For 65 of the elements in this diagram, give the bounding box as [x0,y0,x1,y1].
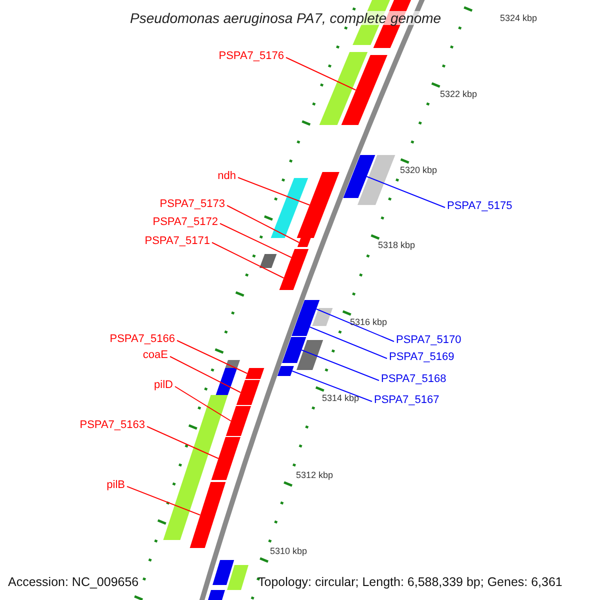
gene-label: PSPA7_5175 [447,201,512,212]
gene-bar [270,178,308,238]
tick-label: 5312 kbp [296,470,334,480]
leader-line [146,426,219,459]
gene-bar [296,340,324,370]
gene-bar [226,406,251,436]
leader-line [212,242,284,278]
leader-line [176,340,248,374]
leader-line [316,308,394,342]
gene-bar [296,172,340,238]
gene-label: PSPA7_5163 [80,420,145,431]
gene-bar [277,366,294,376]
gene-label: PSPA7_5173 [160,199,225,210]
gene-bar [212,560,234,585]
gene-bar [358,155,396,205]
leader-line [286,57,356,90]
gene-label: pilD [154,380,173,391]
leader-line [220,223,292,258]
gene-label: PSPA7_5168 [381,374,446,385]
gene-label: PSPA7_5171 [144,236,210,247]
leader-line [170,356,242,393]
tick-label: 5320 kbp [400,166,438,174]
gene-bar [216,368,238,395]
gene-bar [319,52,368,125]
gene-bar [190,482,226,548]
tick-label: 5314 kbp [322,394,360,402]
leader-line [238,177,310,206]
leader-line [301,350,380,381]
genome-title: Pseudomonas aeruginosa PA7, complete genome [130,11,442,25]
gene-bar [211,437,240,480]
gene-label: ndh [218,171,236,182]
gene-label: PSPA7_5167 [374,395,440,406]
tick-label: 5324 kbp [500,14,538,22]
gene-bar [163,395,228,540]
leader-line [174,386,232,422]
tick-label: 5322 kbp [440,90,478,98]
gene-label: PSPA7_5166 [110,334,175,345]
gene-bar [282,337,306,363]
gene-label: PSPA7_5170 [396,335,462,346]
gene-bar [245,368,264,379]
gene-label: coaE [142,350,168,361]
gene-bar [279,266,302,290]
gene-label: PSPA7_5172 [152,217,218,228]
gene-bar [288,249,309,266]
gene-label: PSPA7_5176 [218,51,284,62]
leader-line [126,486,201,516]
gene-bar [292,318,313,336]
leader-line [366,176,446,208]
accession-text: Accession: NC_009656 [8,576,139,588]
gene-bar [298,300,320,318]
gene-bar [343,155,376,198]
gene-bar [227,565,248,590]
gene-bar [206,590,225,600]
tick-label: 5318 kbp [378,240,416,250]
gene-bar [312,308,333,326]
gene-label: PSPA7_5169 [389,352,454,363]
gene-label: pilB [106,480,125,491]
gene-bar [260,254,277,268]
leader-line [292,370,372,402]
leader-line [226,205,300,243]
leader-line [309,326,388,359]
tick-label: 5310 kbp [270,546,308,556]
genome-info-text: Topology: circular; Length: 6,588,339 bp; Genes: 6,361 [258,576,562,588]
gene-bar [341,55,388,125]
tick-label: 5316 kbp [350,318,388,326]
